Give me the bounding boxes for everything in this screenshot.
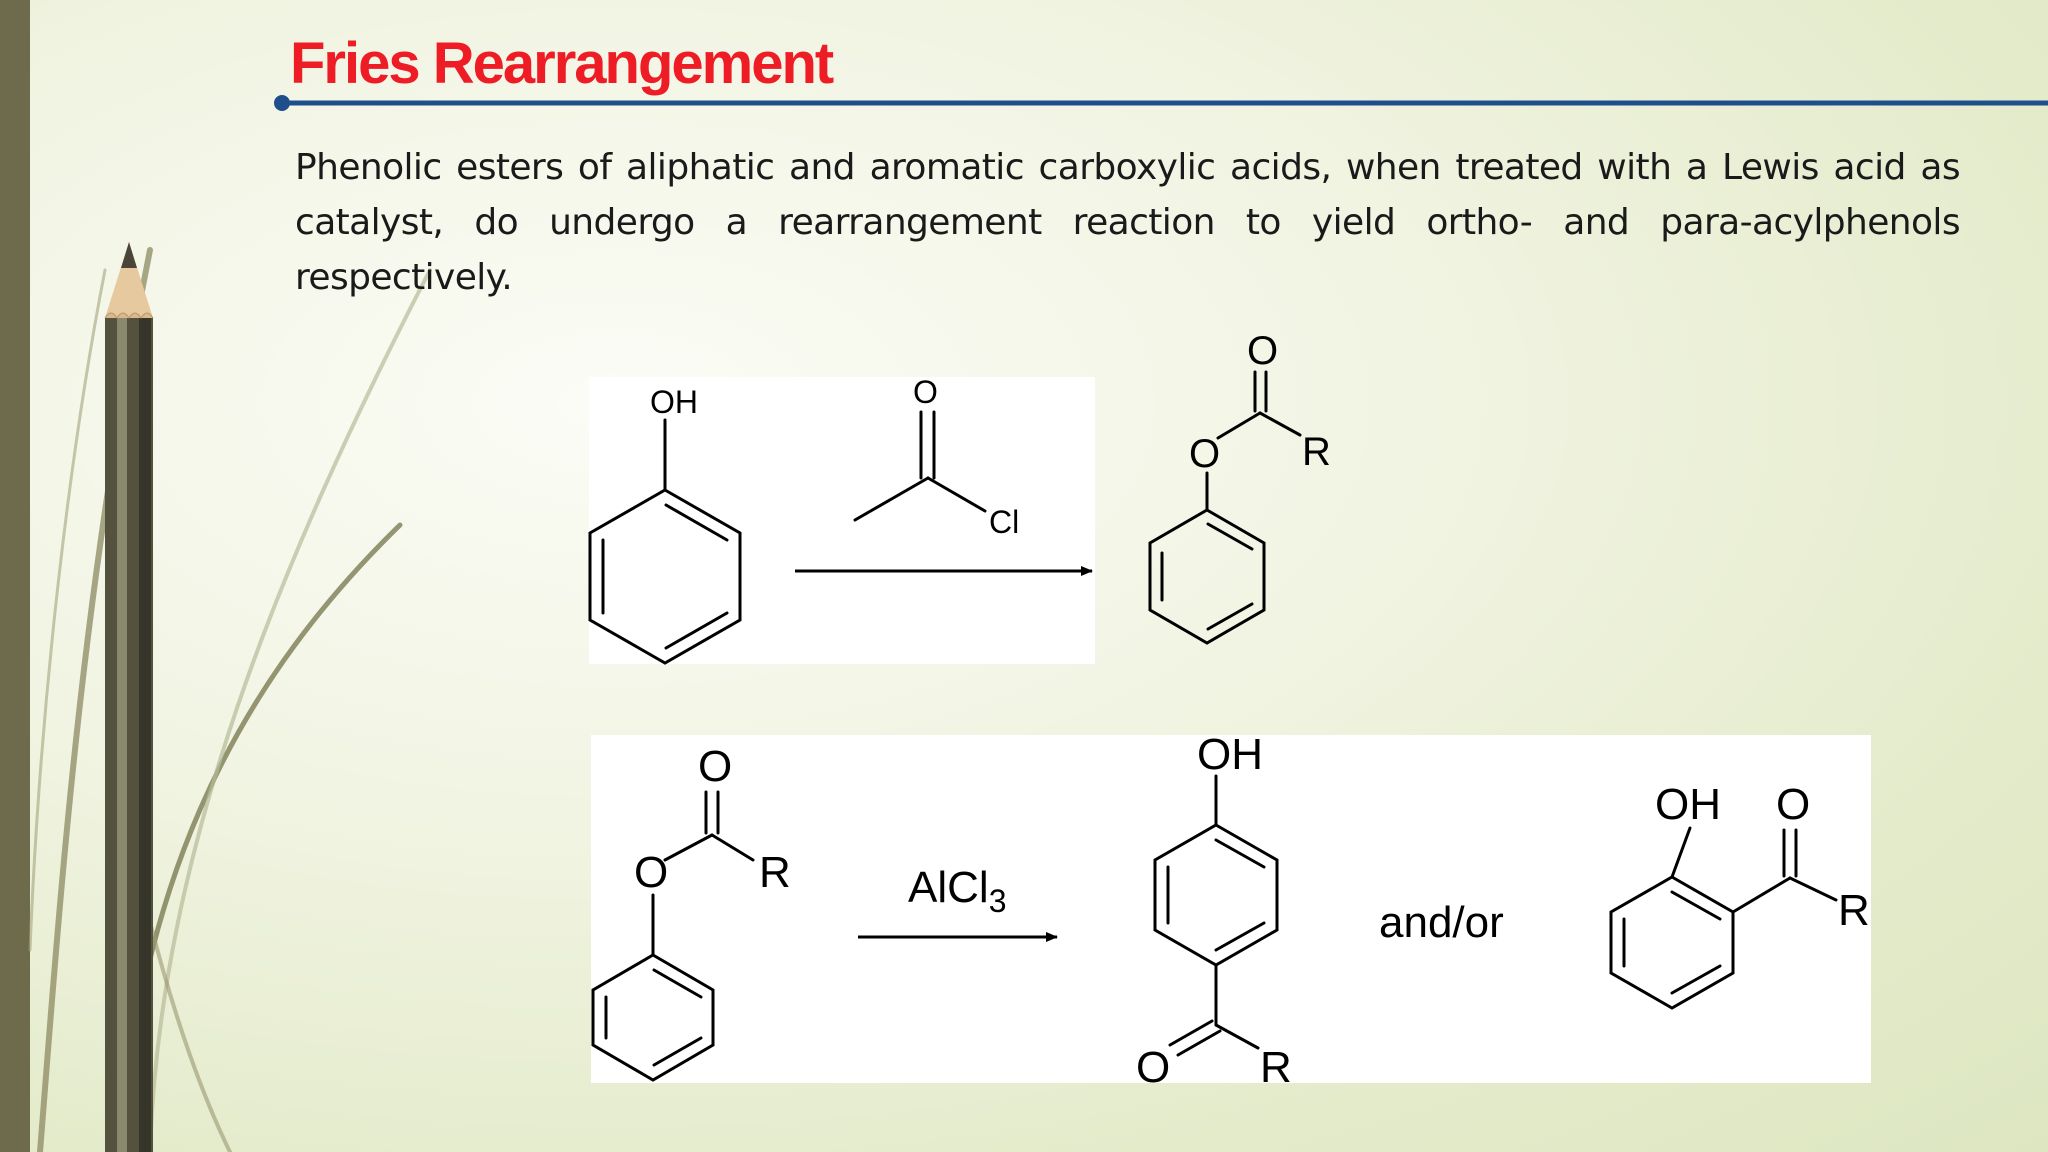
acetyl-chloride-structure bbox=[853, 410, 987, 522]
phenyl-ester-structure-1 bbox=[1148, 370, 1302, 645]
ortho-r-label: R bbox=[1838, 886, 1870, 935]
ester2-o-link-label: O bbox=[634, 848, 668, 897]
phenyl-ester-structure-2 bbox=[591, 790, 755, 1082]
phenol-oh-label: OH bbox=[650, 384, 698, 420]
ortho-acylphenol-structure bbox=[1609, 826, 1838, 1010]
body-paragraph: Phenolic esters of aliphatic and aromati… bbox=[295, 147, 1961, 298]
reaction-panel-2 bbox=[591, 735, 1871, 1083]
benzene-ring-icon bbox=[591, 953, 715, 1082]
benzene-ring-icon bbox=[588, 488, 742, 665]
acetyl-cl-label: Cl bbox=[989, 504, 1019, 540]
para-oh-label: OH bbox=[1197, 730, 1263, 779]
ortho-o-label: O bbox=[1776, 780, 1810, 829]
para-r-label: R bbox=[1260, 1043, 1292, 1092]
benzene-ring-icon bbox=[1153, 823, 1279, 967]
ortho-oh-label: OH bbox=[1655, 780, 1721, 829]
phenol-structure bbox=[588, 418, 742, 665]
slide-title: Fries Rearrangement bbox=[290, 31, 834, 96]
acetyl-o-label: O bbox=[913, 374, 938, 410]
catalyst-label: AlCl3 bbox=[908, 863, 1006, 919]
and-or-label: and/or bbox=[1379, 898, 1504, 947]
ester1-o-carbonyl-label: O bbox=[1247, 329, 1278, 373]
left-band bbox=[0, 0, 30, 1152]
para-acylphenol-structure bbox=[1153, 774, 1279, 1057]
ester1-o-link-label: O bbox=[1189, 432, 1220, 476]
ester1-r-label: R bbox=[1302, 430, 1331, 474]
benzene-ring-icon bbox=[1609, 875, 1735, 1010]
para-o-label: O bbox=[1136, 1043, 1170, 1092]
pencil-icon bbox=[104, 242, 154, 1152]
title-rule bbox=[274, 95, 2048, 111]
reaction-panel-1 bbox=[589, 377, 1095, 664]
ester2-r-label: R bbox=[759, 848, 791, 897]
ester2-o-carbonyl-label: O bbox=[698, 742, 732, 791]
benzene-ring-icon bbox=[1148, 508, 1266, 645]
